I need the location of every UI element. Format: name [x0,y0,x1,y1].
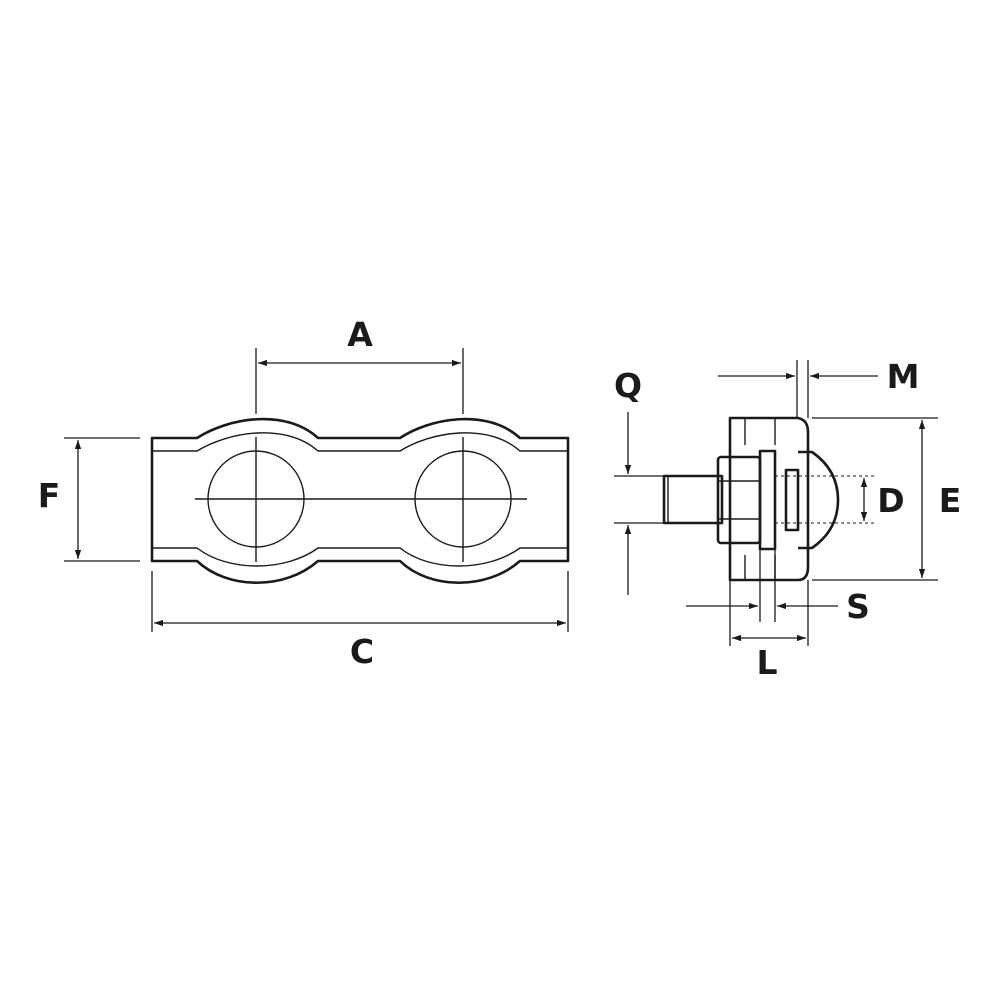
dimension-e: E [812,417,962,581]
dimension-l: L [729,580,809,682]
label-s: S [846,587,870,626]
dimension-d: D [860,478,905,521]
label-f: F [38,476,61,515]
dimension-a: A [255,315,464,414]
dimension-m: M [718,357,919,396]
label-e: E [939,481,962,520]
hex-nut [716,455,762,545]
washer [758,449,777,551]
label-m: M [887,357,920,396]
clip-body-outline [150,417,570,585]
label-c: C [350,632,374,671]
dimension-c: C [151,571,569,671]
bolt-head-base [784,468,800,532]
label-d: D [877,481,904,520]
dimension-f: F [38,437,140,562]
dimension-s: S [686,549,870,626]
bolt-shaft [662,474,724,525]
label-q: Q [614,366,642,405]
clip-inner-bottom-contour [152,547,568,567]
clip-inner-top-contour [152,432,568,452]
label-l: L [756,643,777,682]
dimension-q: Q [614,366,664,595]
clip-plate-front [728,416,810,582]
bolt-head-dome [798,450,840,550]
clip-plate-back [744,418,776,580]
label-a: A [347,315,373,354]
side-view [662,360,875,582]
front-view [150,417,570,585]
